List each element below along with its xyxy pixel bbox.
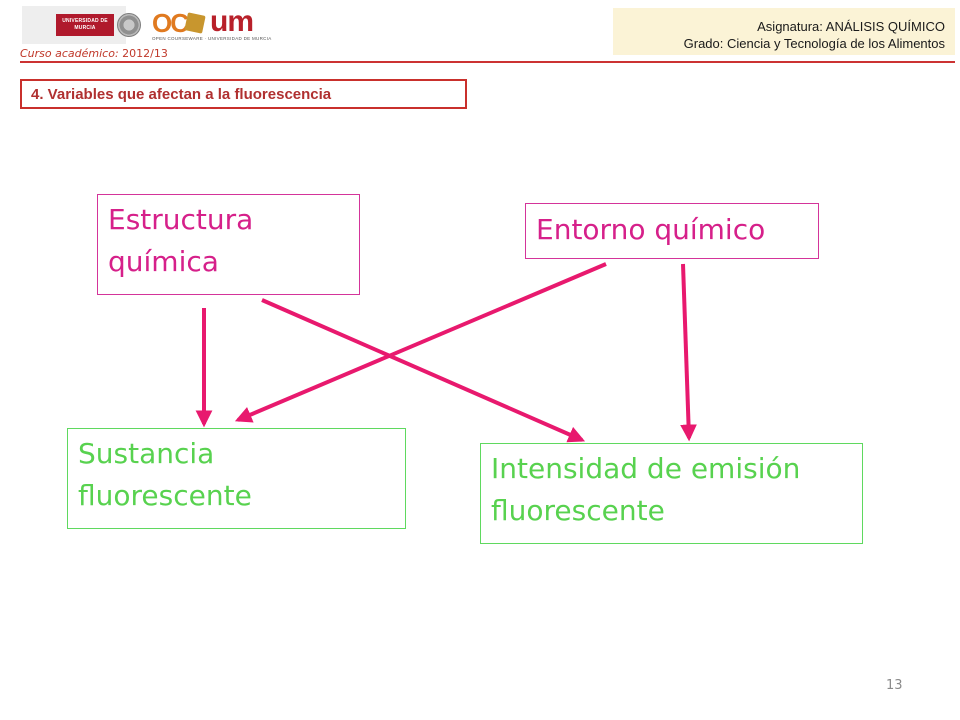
ocw-um-logo: OC um OPEN COURSEWARE · UNIVERSIDAD DE M… [152, 5, 272, 42]
arrow-entorno-to-intensidad [680, 263, 697, 442]
header-divider [20, 61, 955, 63]
node-estructura-line2: química [108, 245, 219, 278]
node-sustancia-line2: fluorescente [78, 479, 252, 512]
academic-year-label: Curso académico: [20, 47, 119, 60]
umu-crest: UNIVERSIDAD DE MURCIA [56, 14, 114, 36]
course-info-box: Asignatura: ANÁLISIS QUÍMICO Grado: Cien… [613, 8, 955, 55]
course-degree: Grado: Ciencia y Tecnología de los Alime… [683, 36, 945, 51]
node-intensidad-line2: fluorescente [491, 494, 665, 527]
header-logos: UNIVERSIDAD DE MURCIA OC um OPEN COURSEW… [22, 5, 272, 46]
universidad-de-murcia-logo: UNIVERSIDAD DE MURCIA [22, 6, 141, 44]
ocw-mark: OC [152, 8, 189, 38]
node-intensidad-emision: Intensidad de emisión fluorescente [480, 443, 863, 544]
section-title: 4. Variables que afectan a la fluorescen… [31, 86, 332, 103]
node-estructura-quimica: Estructura química [97, 194, 360, 295]
node-entorno-quimico: Entorno químico [525, 203, 819, 259]
page-number: 13 [886, 678, 903, 693]
um-mark: um [210, 5, 254, 38]
umu-seal-icon [117, 13, 141, 37]
node-sustancia-fluorescente: Sustancia fluorescente [67, 428, 406, 529]
node-entorno-label: Entorno químico [536, 213, 766, 246]
node-sustancia-line1: Sustancia [78, 437, 215, 470]
node-intensidad-line1: Intensidad de emisión [491, 452, 801, 485]
node-estructura-line1: Estructura [108, 203, 254, 236]
academic-year: Curso académico: 2012/13 [20, 47, 168, 60]
arrow-estructura-to-intensidad [261, 298, 586, 443]
section-title-box: 4. Variables que afectan a la fluorescen… [20, 79, 467, 109]
ocw-box-icon [184, 12, 206, 34]
ocw-tagline: OPEN COURSEWARE · UNIVERSIDAD DE MURCIA [152, 36, 272, 41]
course-subject: Asignatura: ANÁLISIS QUÍMICO [757, 19, 945, 34]
umu-logo-text: UNIVERSIDAD DE MURCIA [62, 18, 108, 31]
academic-year-value: 2012/13 [122, 47, 168, 60]
